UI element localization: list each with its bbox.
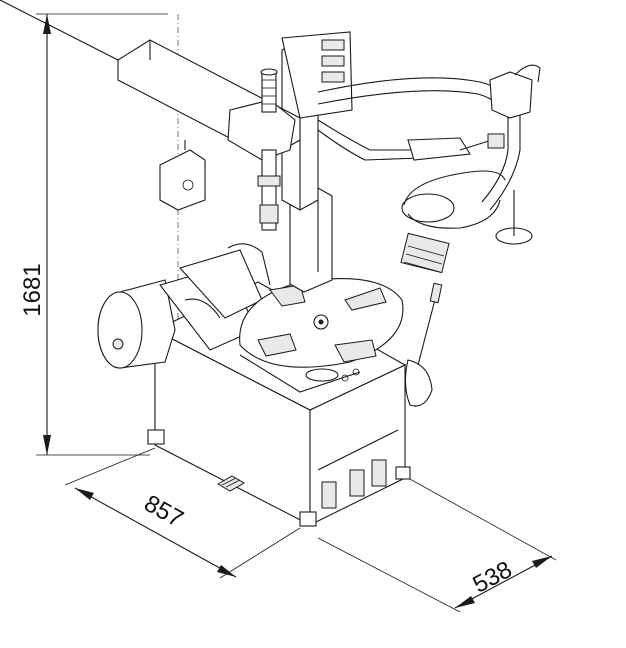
width-label: 538: [468, 556, 516, 599]
air-tank: [97, 279, 176, 369]
height-dimension: 1681: [19, 13, 168, 456]
height-label: 1681: [19, 263, 46, 316]
mount-demount-arm: [0, 0, 301, 231]
depth-label: 857: [140, 490, 188, 533]
inflation-lever: [404, 282, 443, 407]
turntable: [239, 278, 404, 393]
pedal-group: [317, 429, 399, 509]
control-box: [159, 140, 206, 211]
tower-column: [281, 31, 353, 293]
helper-arm: [317, 64, 541, 274]
floor-pedal: [217, 475, 245, 492]
